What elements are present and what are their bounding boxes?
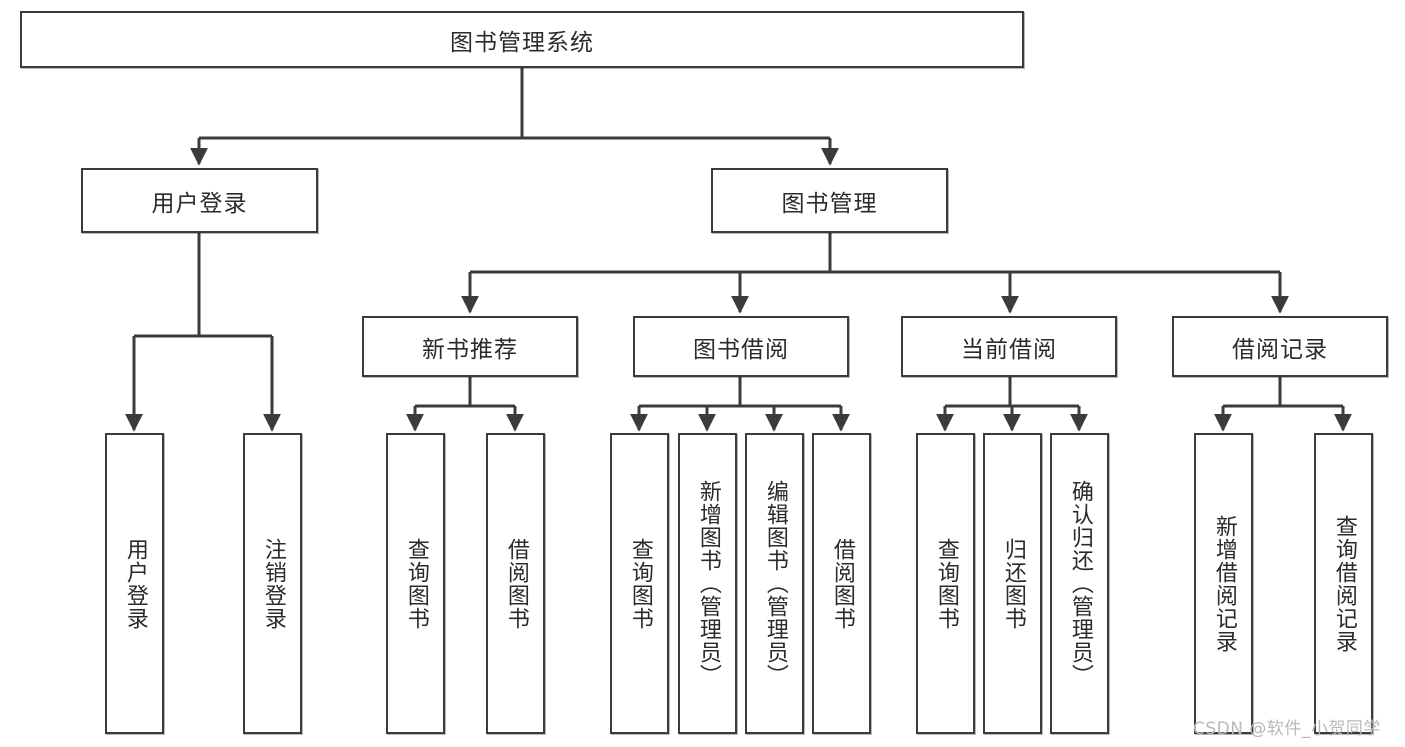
node-label: 当前借阅 (961, 336, 1057, 363)
csdn-watermark: CSDN @软件_小贺同学 (1193, 719, 1381, 739)
node-label: 查询图书 (403, 537, 429, 630)
node-new-book-recommend[interactable]: 新书推荐 (362, 316, 578, 377)
node-label: 确认归还（管理员） (1067, 480, 1093, 687)
node-label: 编辑图书（管理员） (762, 480, 788, 687)
node-label: 新增图书（管理员） (695, 480, 721, 687)
node-label: 查询借阅记录 (1331, 514, 1357, 653)
node-label: 借阅图书 (829, 537, 855, 630)
node-label: 归还图书 (1000, 537, 1026, 630)
node-label: 图书管理 (781, 190, 878, 217)
node-user-login[interactable]: 用户登录 (81, 168, 318, 233)
node-label: 图书管理系统 (450, 29, 594, 56)
node-label: 用户登录 (151, 190, 248, 217)
leaf-current-return-book[interactable]: 归还图书 (983, 433, 1042, 734)
node-book-management[interactable]: 图书管理 (711, 168, 948, 233)
leaf-borrow-borrow-book[interactable]: 借阅图书 (812, 433, 871, 734)
node-label: 新书推荐 (422, 336, 518, 363)
leaf-borrow-edit-book-admin[interactable]: 编辑图书（管理员） (745, 433, 804, 734)
node-book-management-system[interactable]: 图书管理系统 (20, 11, 1024, 68)
node-label: 注销登录 (260, 537, 286, 630)
node-label: 图书借阅 (693, 336, 789, 363)
leaf-record-query-borrow-record[interactable]: 查询借阅记录 (1314, 433, 1373, 734)
node-label: 查询图书 (627, 537, 653, 630)
node-label: 用户登录 (122, 537, 148, 630)
leaf-user-login-logout[interactable]: 注销登录 (243, 433, 302, 734)
node-book-borrow[interactable]: 图书借阅 (633, 316, 849, 377)
leaf-current-confirm-return-admin[interactable]: 确认归还（管理员） (1050, 433, 1109, 734)
node-label: 借阅图书 (503, 537, 529, 630)
node-current-borrow[interactable]: 当前借阅 (901, 316, 1117, 377)
node-label: 借阅记录 (1232, 336, 1328, 363)
node-label: 查询图书 (933, 537, 959, 630)
leaf-borrow-add-book-admin[interactable]: 新增图书（管理员） (678, 433, 737, 734)
leaf-new-book-borrow[interactable]: 借阅图书 (486, 433, 545, 734)
leaf-current-query-book[interactable]: 查询图书 (916, 433, 975, 734)
node-label: 新增借阅记录 (1211, 514, 1237, 653)
leaf-record-add-borrow-record[interactable]: 新增借阅记录 (1194, 433, 1253, 734)
leaf-borrow-query-book[interactable]: 查询图书 (610, 433, 669, 734)
node-borrow-record[interactable]: 借阅记录 (1172, 316, 1388, 377)
leaf-new-book-query[interactable]: 查询图书 (386, 433, 445, 734)
leaf-user-login-login[interactable]: 用户登录 (105, 433, 164, 734)
